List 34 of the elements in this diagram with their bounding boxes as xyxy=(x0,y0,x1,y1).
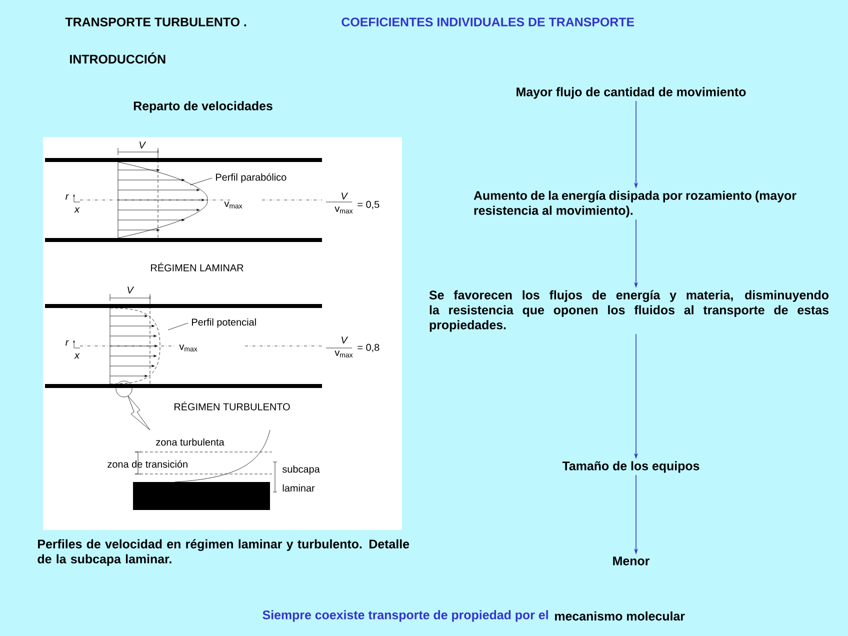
ratio-label: = 0,5 xyxy=(358,200,380,210)
note: Siempre coexiste transporte de propiedad por el xyxy=(262,610,548,622)
heading: Reparto de velocidades xyxy=(134,101,272,113)
axis-label: x xyxy=(74,353,80,359)
dimension-label: V xyxy=(128,286,134,294)
flow-text: Menor xyxy=(613,556,650,566)
axis-label: r xyxy=(66,194,69,200)
flow-text: Aumento de la energía disipada por rozamiento (mayor resistencia al movimiento). xyxy=(474,190,796,218)
ratio-label: V xyxy=(342,336,348,344)
axis-label: r xyxy=(66,340,69,346)
velocity-label: v$_{max}$ xyxy=(179,344,198,352)
ratio-label: V xyxy=(342,192,348,200)
profile-label: Perfil potencial xyxy=(192,318,256,328)
profile-label: Perfil parabólico xyxy=(216,173,286,183)
flow-text: Mayor flujo de cantidad de movimiento xyxy=(516,87,746,99)
zone-label: zona turbulenta xyxy=(156,438,224,446)
note: mecanismo molecular xyxy=(555,611,685,621)
title: COEFICIENTES INDIVIDUALES DE TRANSPORTE xyxy=(342,18,634,26)
heading: INTRODUCCIÓN xyxy=(70,52,166,64)
ratio-label: = 0,8 xyxy=(358,344,380,352)
title: TRANSPORTE TURBULENTO . xyxy=(65,18,246,26)
zone-label: laminar xyxy=(282,484,315,492)
velocity-label: v$_{max}$ xyxy=(224,202,242,208)
regime-label: RÉGIMEN LAMINAR xyxy=(151,262,244,272)
ratio-label: v$_{max}$ xyxy=(334,350,353,358)
flow-text: Tamaño de los equipos xyxy=(562,461,700,473)
caption: Perfiles de velocidad en régimen laminar y turbulento. Detalle de la subcapa laminar. xyxy=(38,539,410,566)
flow-text: Se favorecen los flujos de energía y materia, disminuyendo la resistencia que oponen los fluidos al transporte de estas propiedades. xyxy=(429,290,828,332)
zone-label: subcapa xyxy=(282,465,320,475)
ratio-label: v$_{max}$ xyxy=(334,206,353,214)
regime-label: RÉGIMEN TURBULENTO xyxy=(174,402,290,410)
dimension-label: V xyxy=(140,142,146,148)
zone-label: zona de transición xyxy=(108,460,188,468)
axis-label: x xyxy=(74,207,80,213)
